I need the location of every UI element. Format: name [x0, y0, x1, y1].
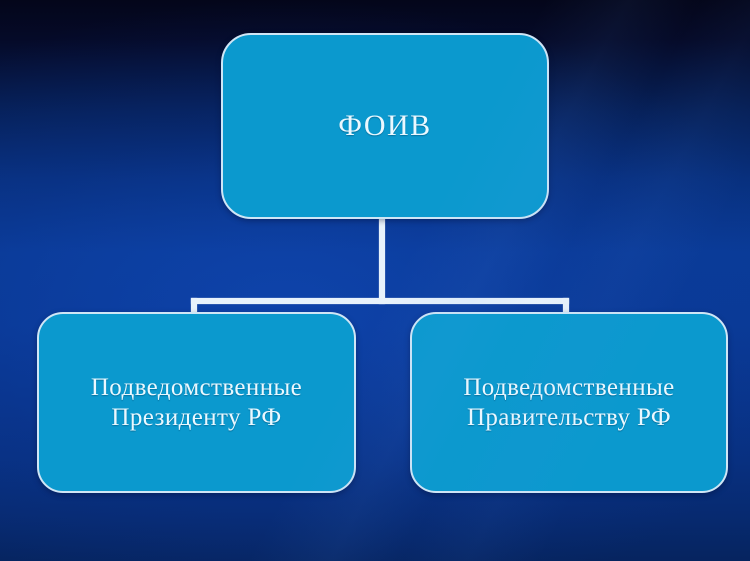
- node-subordinate-to-government-label: Подведомственные Правительству РФ: [463, 374, 675, 431]
- connector-vertical-trunk: [379, 217, 385, 304]
- connector-drop-right: [563, 298, 569, 318]
- connector-drop-left: [191, 298, 197, 318]
- node-subordinate-to-president[interactable]: Подведомственные Президенту РФ: [37, 312, 356, 493]
- node-subordinate-to-government[interactable]: Подведомственные Правительству РФ: [410, 312, 728, 493]
- node-foiv[interactable]: ФОИВ: [221, 33, 549, 219]
- node-subordinate-to-president-label: Подведомственные Президенту РФ: [90, 374, 303, 431]
- connector-horizontal-bar: [191, 298, 569, 304]
- node-foiv-label: ФОИВ: [338, 109, 432, 143]
